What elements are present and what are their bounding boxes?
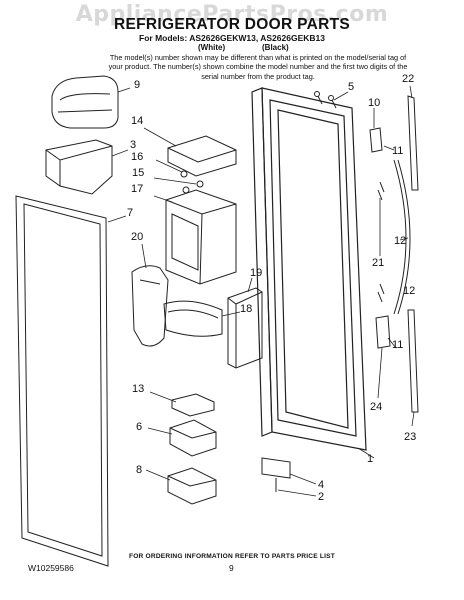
callout-6: 6	[136, 421, 142, 433]
callout-7: 7	[127, 207, 133, 219]
part-door-cap	[51, 75, 119, 129]
variant-black: (Black)	[262, 43, 289, 52]
part-upper-bin	[45, 139, 113, 195]
part-ice-bucket	[227, 287, 263, 369]
callout-12b: 12	[403, 285, 415, 297]
callout-24: 24	[370, 401, 382, 413]
callout-1: 1	[367, 453, 373, 465]
part-handle-trim-lower	[407, 309, 419, 413]
callout-16: 16	[131, 151, 143, 163]
ordering-footer: FOR ORDERING INFORMATION REFER TO PARTS …	[129, 553, 335, 560]
part-door-bins	[167, 393, 217, 505]
callout-2: 2	[318, 491, 324, 503]
callout-20: 20	[131, 231, 143, 243]
callout-22: 22	[402, 73, 414, 85]
callout-13: 13	[132, 383, 144, 395]
part-top-screws	[314, 91, 337, 109]
model-note: The model(s) number shown may be differe…	[108, 53, 408, 81]
part-hinge-bracket	[261, 457, 291, 492]
callout-8: 8	[136, 464, 142, 476]
model-variants: (White) (Black)	[198, 43, 289, 52]
part-drip-tray	[163, 300, 223, 337]
callout-18: 18	[240, 303, 252, 315]
callout-17: 17	[131, 183, 143, 195]
callout-12a: 12	[394, 235, 406, 247]
callout-21: 21	[372, 257, 384, 269]
part-ice-chute	[131, 265, 169, 347]
variant-white: (White)	[198, 43, 226, 52]
callout-5: 5	[348, 81, 354, 93]
callout-11b: 11	[392, 339, 403, 351]
callout-11a: 11	[392, 145, 403, 157]
watermark: AppliancePartsPros.com	[75, 2, 389, 27]
callout-19: 19	[250, 267, 262, 279]
callout-10: 10	[368, 97, 380, 109]
callout-23: 23	[404, 431, 416, 443]
part-handle-trim-upper	[407, 95, 419, 191]
callout-labels: 1 2 3 4 5 6 7 8 9 10 11 11 12 12 13 14 1…	[127, 73, 416, 503]
part-dispenser-cover	[167, 135, 237, 177]
leader-lines	[107, 85, 415, 497]
page-number: 9	[229, 563, 234, 573]
page-title: REFRIGERATOR DOOR PARTS	[114, 16, 350, 33]
part-handle-springs	[377, 181, 385, 303]
callout-15: 15	[132, 167, 144, 179]
callout-3: 3	[130, 139, 136, 151]
part-dispenser-housing	[165, 189, 237, 285]
document-number: W10259586	[28, 563, 74, 573]
callout-14: 14	[131, 115, 143, 127]
callout-4: 4	[318, 479, 324, 491]
part-door-gasket	[15, 195, 109, 567]
part-door-shell	[251, 87, 367, 451]
part-handle-mounts	[369, 127, 391, 349]
callout-9: 9	[134, 79, 140, 91]
models-line: For Models: AS2626GEKW13, AS2626GEKB13	[139, 33, 325, 43]
